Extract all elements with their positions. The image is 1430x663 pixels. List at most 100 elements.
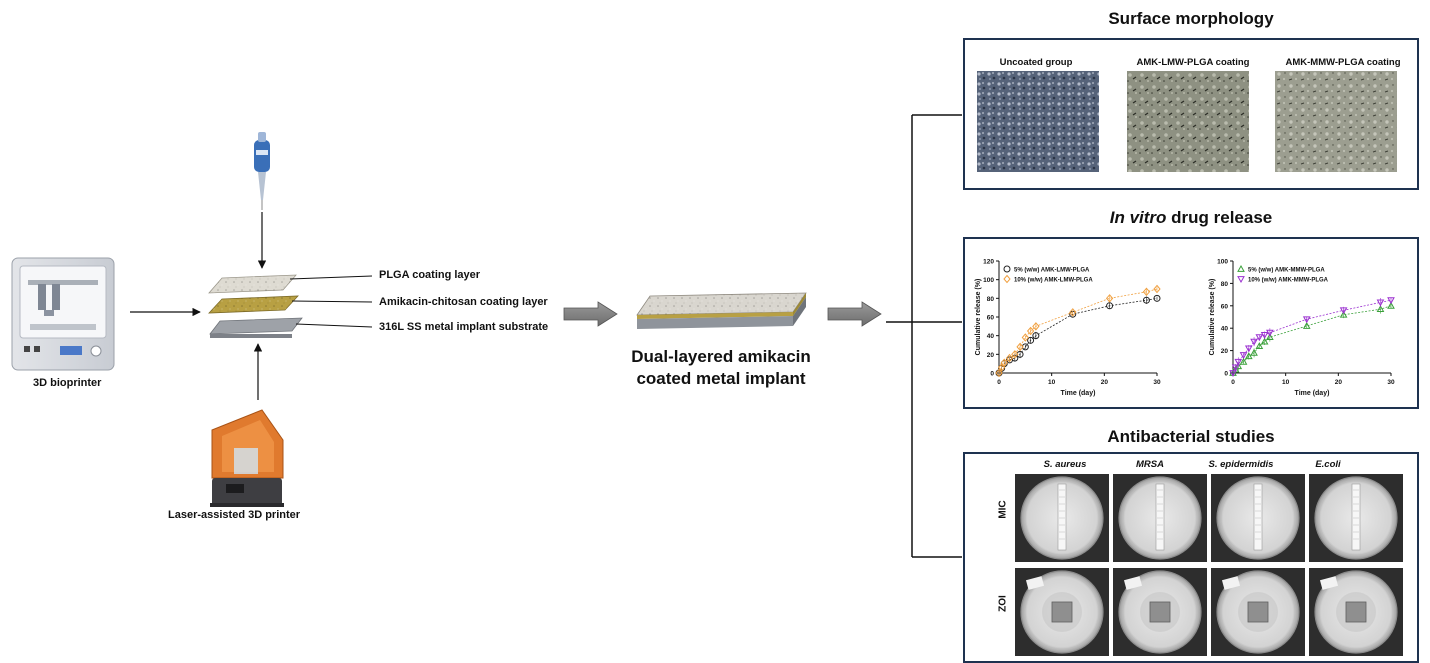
organism-label: E.coli [1315, 459, 1341, 470]
petri-plates-grid [1015, 474, 1403, 656]
data-point [1237, 264, 1245, 272]
data-point [1239, 352, 1248, 360]
implant-sample [1051, 601, 1073, 623]
x-axis-label: Time (day) [1061, 390, 1096, 397]
implant-sample [1149, 601, 1171, 623]
x-tick-label: 20 [1101, 379, 1109, 386]
mic-plate [1309, 474, 1403, 562]
data-point [1003, 274, 1011, 284]
data-point [1237, 276, 1245, 284]
y-tick-label: 60 [987, 315, 995, 322]
y-tick-label: 20 [1221, 348, 1229, 355]
leader-line [289, 275, 373, 280]
zoi-plate [1015, 568, 1109, 656]
morphology-label-uncoated: Uncoated group [999, 57, 1073, 68]
release-title: In vitro drug release [963, 208, 1419, 228]
dish-rim [1024, 480, 1100, 556]
x-tick-label: 20 [1335, 379, 1343, 386]
zoi-plate [1113, 568, 1207, 656]
row-label-zoi: ZOI [997, 595, 1009, 612]
y-tick-label: 80 [987, 296, 995, 303]
data-point [1234, 358, 1243, 366]
data-point [1244, 352, 1253, 360]
data-point [1255, 334, 1264, 342]
x-tick-label: 0 [997, 379, 1001, 386]
data-point [1255, 342, 1264, 350]
release-title-rest: drug release [1166, 208, 1273, 227]
data-point [1302, 316, 1311, 324]
implant-sample [1247, 601, 1269, 623]
plate-label-sticker [1319, 576, 1339, 590]
y-axis-label: Cumulative release (%) [975, 279, 982, 356]
data-point [1387, 301, 1395, 309]
data-point [1105, 294, 1114, 303]
data-point [1003, 265, 1011, 273]
morphology-title: Surface morphology [1108, 9, 1274, 28]
data-point [1000, 358, 1008, 368]
data-point [1069, 308, 1077, 317]
dish-rim [1220, 574, 1296, 650]
data-point [1032, 322, 1040, 331]
dish-rim [1122, 480, 1198, 556]
data-point [1339, 307, 1348, 315]
series-line [998, 288, 1158, 374]
data-point [1244, 345, 1253, 353]
data-point [1387, 297, 1395, 305]
layer-label-plga: PLGA coating layer [379, 269, 481, 281]
data-point [1231, 364, 1240, 372]
micrograph-lmw [1127, 71, 1249, 172]
data-point [1142, 296, 1150, 304]
micrograph-uncoated [977, 71, 1099, 172]
layer-label-amikacin-chitosan: Amikacin-chitosan coating layer [379, 296, 548, 308]
mic-plate [1211, 474, 1305, 562]
micrograph-mmw [1275, 71, 1397, 172]
data-point [1339, 310, 1348, 318]
series-line [1232, 299, 1392, 374]
data-point [1021, 333, 1029, 342]
x-tick-label: 10 [1282, 379, 1290, 386]
data-point [1153, 284, 1161, 294]
x-tick-label: 30 [1153, 379, 1161, 386]
morphology-label-lmw: AMK-LMW-PLGA coating [1136, 57, 1250, 68]
data-point [1142, 287, 1151, 297]
process-arrow-icon [563, 301, 618, 327]
mic-strip [1351, 483, 1361, 551]
data-point [1032, 332, 1040, 340]
data-point [1016, 342, 1024, 352]
y-tick-label: 40 [1221, 326, 1229, 333]
x-tick-label: 30 [1387, 379, 1395, 386]
data-point [1239, 357, 1248, 365]
data-point [1266, 329, 1274, 337]
antibacterial-title: Antibacterial studies [1107, 427, 1275, 446]
data-point [1153, 294, 1161, 302]
data-point [1260, 332, 1269, 339]
data-point [1266, 333, 1274, 341]
bioprinter-label: 3D bioprinter [33, 377, 102, 389]
data-point [1229, 370, 1237, 378]
y-tick-label: 120 [983, 259, 994, 266]
dish-rim [1220, 480, 1296, 556]
dish-rim [1024, 574, 1100, 650]
laser-printer-label: Laser-assisted 3D printer [168, 509, 301, 521]
organism-label: MRSA [1136, 459, 1164, 470]
y-axis-label: Cumulative release (%) [1209, 279, 1216, 356]
data-point [1376, 305, 1385, 313]
data-point [1302, 321, 1311, 329]
y-tick-label: 0 [1224, 371, 1228, 378]
data-point [1106, 302, 1114, 310]
x-axis-label: Time (day) [1295, 390, 1330, 397]
implant-title-line1: Dual-layered amikacin [631, 347, 811, 366]
leader-line [291, 300, 373, 303]
y-tick-label: 80 [1221, 281, 1229, 288]
data-point [1234, 362, 1243, 370]
implant-title: Dual-layered amikacin coated metal impla… [606, 346, 836, 390]
release-title-italic: In vitro [1109, 208, 1167, 227]
x-tick-label: 0 [1231, 379, 1235, 386]
y-tick-label: 20 [987, 352, 995, 359]
mic-plate [1113, 474, 1207, 562]
dish-rim [1318, 480, 1394, 556]
